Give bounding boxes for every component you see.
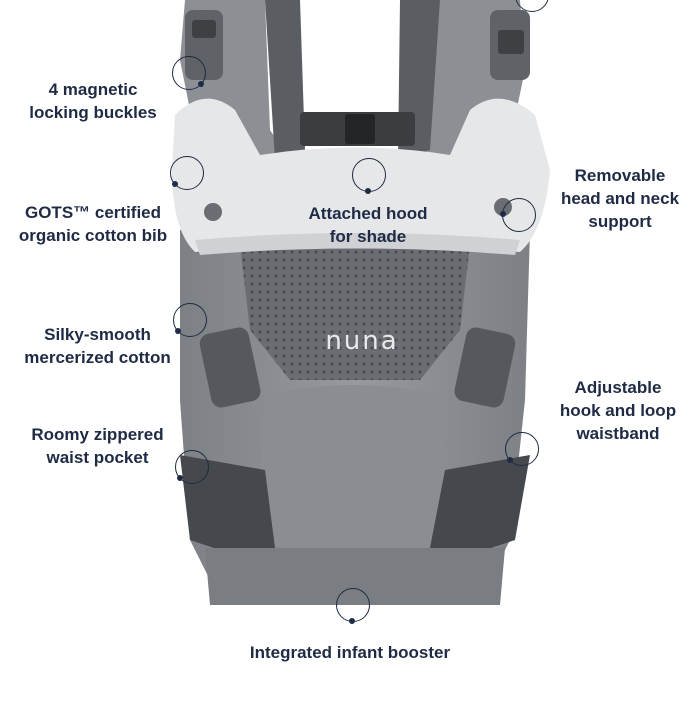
marker-cotton [173, 303, 207, 337]
callout-infant-booster: Integrated infant booster [249, 643, 451, 662]
brand-logo: nuna [325, 326, 399, 356]
callout-organic-bib: GOTS™ certified organic cotton bib [18, 203, 168, 245]
marker-booster [336, 588, 370, 624]
marker-buckles [172, 56, 206, 90]
front-panel [258, 385, 450, 548]
marker-bib [170, 156, 204, 190]
callout-head-neck-support: Removable head and neck support [560, 166, 680, 231]
callout-waist-pocket: Roomy zippered waist pocket [31, 425, 164, 467]
infant-booster [205, 548, 505, 605]
callout-attached-hood: Attached hood for shade [308, 204, 428, 246]
callout-waistband: Adjustable hook and loop waistband [559, 378, 677, 443]
marker-head-support [500, 198, 536, 232]
marker-pocket [175, 450, 209, 484]
marker-hood [352, 158, 386, 194]
marker-waistband [505, 432, 539, 466]
mesh-panel [240, 245, 470, 380]
callout-mercerized-cotton: Silky-smooth mercerized cotton [24, 325, 171, 367]
callout-magnetic-buckles: 4 magnetic locking buckles [29, 80, 157, 122]
